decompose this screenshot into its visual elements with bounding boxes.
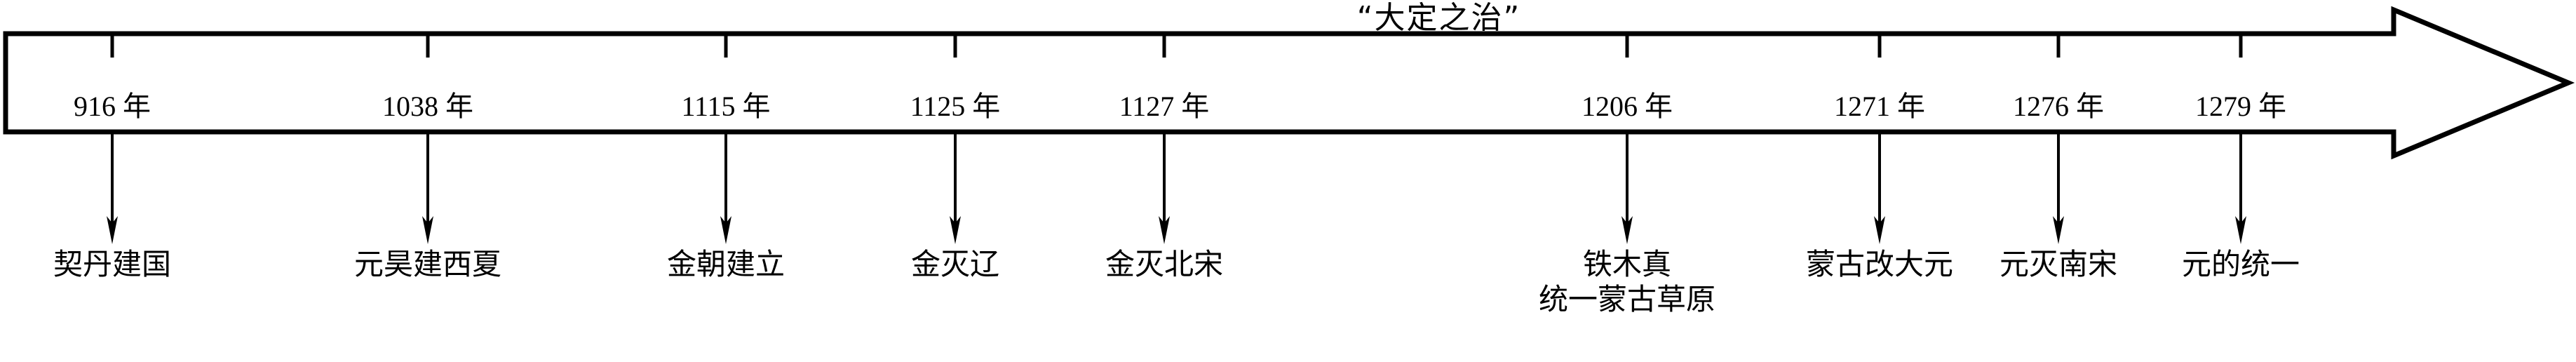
year-text-1125: 1125 年	[910, 90, 1001, 122]
year-label-1038: 1038 年	[382, 90, 473, 123]
year-label-1206: 1206 年	[1582, 90, 1673, 123]
event-text-1276: 元灭南宋	[1999, 247, 2118, 281]
event-label-1125: 金灭辽	[911, 247, 999, 282]
year-label-1271: 1271 年	[1834, 90, 1925, 123]
year-label-1115: 1115 年	[681, 90, 770, 123]
year-label-1125: 1125 年	[910, 90, 1001, 123]
timeline-arrow-band	[3, 6, 2575, 160]
year-text-1279: 1279 年	[2195, 90, 2286, 122]
connector-arrow-1206	[1621, 132, 1633, 244]
event-label-1206: 铁木真 统一蒙古草原	[1539, 247, 1715, 317]
event-label-1115: 金朝建立	[667, 247, 785, 282]
event-text-1271: 蒙古改大元	[1805, 247, 1954, 281]
year-text-916: 916 年	[74, 90, 151, 122]
year-label-916: 916 年	[74, 90, 151, 123]
year-text-1127: 1127 年	[1119, 90, 1210, 122]
connector-arrow-1115	[720, 132, 731, 244]
connector-arrow-916	[107, 132, 118, 244]
event-label-1276: 元灭南宋	[2000, 247, 2117, 282]
year-text-1206: 1206 年	[1582, 90, 1673, 122]
event-text-1038: 元昊建西夏	[353, 247, 502, 281]
event-label-916: 契丹建国	[53, 247, 171, 282]
connector-arrow-1038	[422, 132, 433, 244]
connector-arrow-1276	[2053, 132, 2064, 244]
event-connector-arrows	[107, 132, 2246, 244]
year-text-1115: 1115 年	[681, 90, 771, 122]
year-text-1271: 1271 年	[1834, 90, 1925, 122]
event-text-1206: 铁木真	[1582, 247, 1672, 281]
tick-marks-above	[110, 34, 2243, 58]
event-text-1279: 元的统一	[2181, 247, 2300, 281]
year-label-1127: 1127 年	[1119, 90, 1210, 123]
event-text-1206-line2: 统一蒙古草原	[1538, 282, 1716, 316]
year-text-1038: 1038 年	[382, 90, 473, 122]
year-text-1276: 1276 年	[2013, 90, 2104, 122]
connector-arrow-1125	[950, 132, 961, 244]
event-text-1115: 金朝建立	[666, 247, 785, 281]
year-label-1276: 1276 年	[2013, 90, 2104, 123]
connector-arrow-1279	[2235, 132, 2246, 244]
event-label-1279: 元的统一	[2182, 247, 2300, 282]
connector-arrow-1271	[1874, 132, 1885, 244]
event-text-916: 契丹建国	[53, 247, 172, 281]
connector-arrow-1127	[1159, 132, 1170, 244]
event-label-1271: 蒙古改大元	[1806, 247, 1953, 282]
event-label-1038: 元昊建西夏	[354, 247, 501, 282]
event-text-1127: 金灭北宋	[1105, 247, 1224, 281]
event-label-1127: 金灭北宋	[1105, 247, 1223, 282]
year-label-1279: 1279 年	[2195, 90, 2286, 123]
event-text-1125: 金灭辽	[910, 247, 1000, 281]
